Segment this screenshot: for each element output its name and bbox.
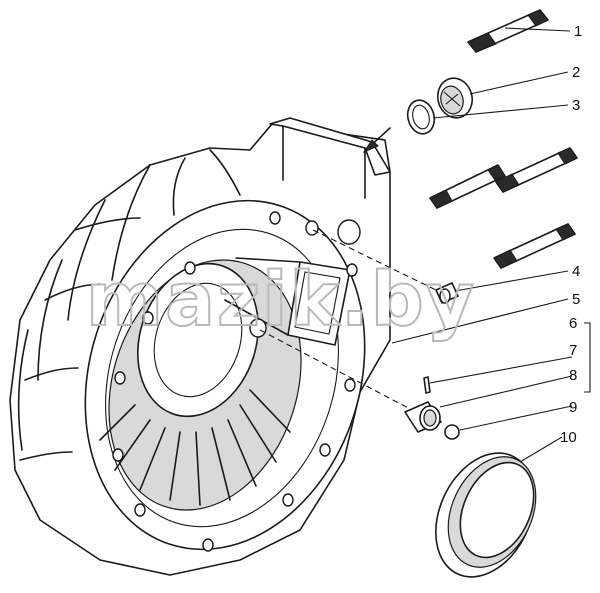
studs-group bbox=[429, 147, 578, 269]
dowel-part-4 bbox=[435, 282, 459, 304]
callout-8: 8 bbox=[569, 367, 577, 384]
seal-part-10 bbox=[435, 452, 537, 578]
pin-part-7 bbox=[423, 376, 431, 394]
callout-2: 2 bbox=[572, 64, 580, 81]
callout-10: 10 bbox=[560, 429, 577, 446]
watermark: mazik.by bbox=[86, 257, 476, 343]
flywheel-housing bbox=[9, 117, 391, 576]
callout-4: 4 bbox=[572, 263, 580, 280]
callout-6: 6 bbox=[569, 315, 577, 332]
leader-lines bbox=[391, 27, 591, 463]
callout-5: 5 bbox=[572, 291, 580, 308]
washer-part-3 bbox=[406, 99, 436, 135]
bushing-part-8 bbox=[404, 401, 442, 433]
callout-labels: 1 2 3 4 5 6 7 8 9 10 bbox=[560, 23, 582, 446]
callout-7: 7 bbox=[569, 342, 577, 359]
callout-9: 9 bbox=[569, 399, 577, 416]
ball-part-9 bbox=[444, 424, 460, 440]
callout-3: 3 bbox=[572, 97, 580, 114]
assembly-lines bbox=[259, 127, 441, 411]
stud-part-1 bbox=[467, 9, 549, 53]
callout-1: 1 bbox=[574, 23, 582, 40]
